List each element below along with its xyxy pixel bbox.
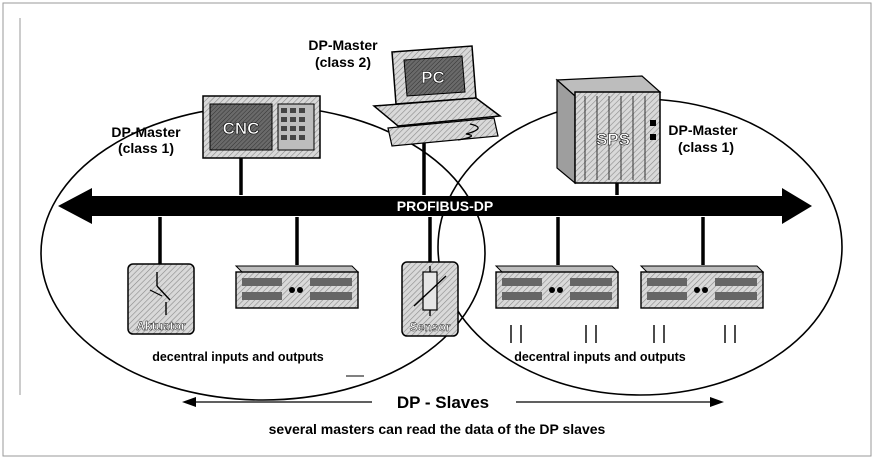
io-wire-marks — [510, 325, 736, 343]
sps-device-label: SPS — [596, 130, 630, 149]
sps-master-class: (class 1) — [678, 139, 734, 155]
cnc-device-label: CNC — [223, 119, 260, 138]
actuator-label: Aktuator — [136, 319, 186, 333]
bus-label-bg — [382, 197, 508, 215]
slaves-arrow-right-head — [710, 397, 724, 407]
diagram-caption: several masters can read the data of the… — [269, 421, 606, 437]
sps-master-title: DP-Master — [668, 122, 738, 138]
slaves-arrow-left-head — [182, 397, 196, 407]
cnc-master-title: DP-Master — [111, 124, 181, 140]
pc-master-class: (class 2) — [315, 54, 371, 70]
slaves-title: DP - Slaves — [397, 393, 489, 412]
actuator-slave-device — [127, 263, 195, 335]
pc-device-label: PC — [421, 68, 445, 87]
io-module-left — [234, 265, 360, 309]
sensor-label: Sensor — [410, 320, 451, 334]
io-right-caption: decentral inputs and outputs — [514, 350, 686, 364]
io-left-caption: decentral inputs and outputs — [152, 350, 324, 364]
io-module-right-2 — [639, 265, 765, 309]
bus-label: PROFIBUS-DP — [397, 198, 493, 214]
pc-master-title: DP-Master — [308, 37, 378, 53]
sps-master-device — [555, 75, 662, 185]
cnc-master-device — [202, 95, 321, 159]
bus-taps — [158, 140, 705, 268]
io-module-right-1 — [494, 265, 620, 309]
pc-master-device — [372, 45, 502, 147]
sensor-slave-device — [401, 261, 459, 337]
cnc-master-class: (class 1) — [118, 140, 174, 156]
